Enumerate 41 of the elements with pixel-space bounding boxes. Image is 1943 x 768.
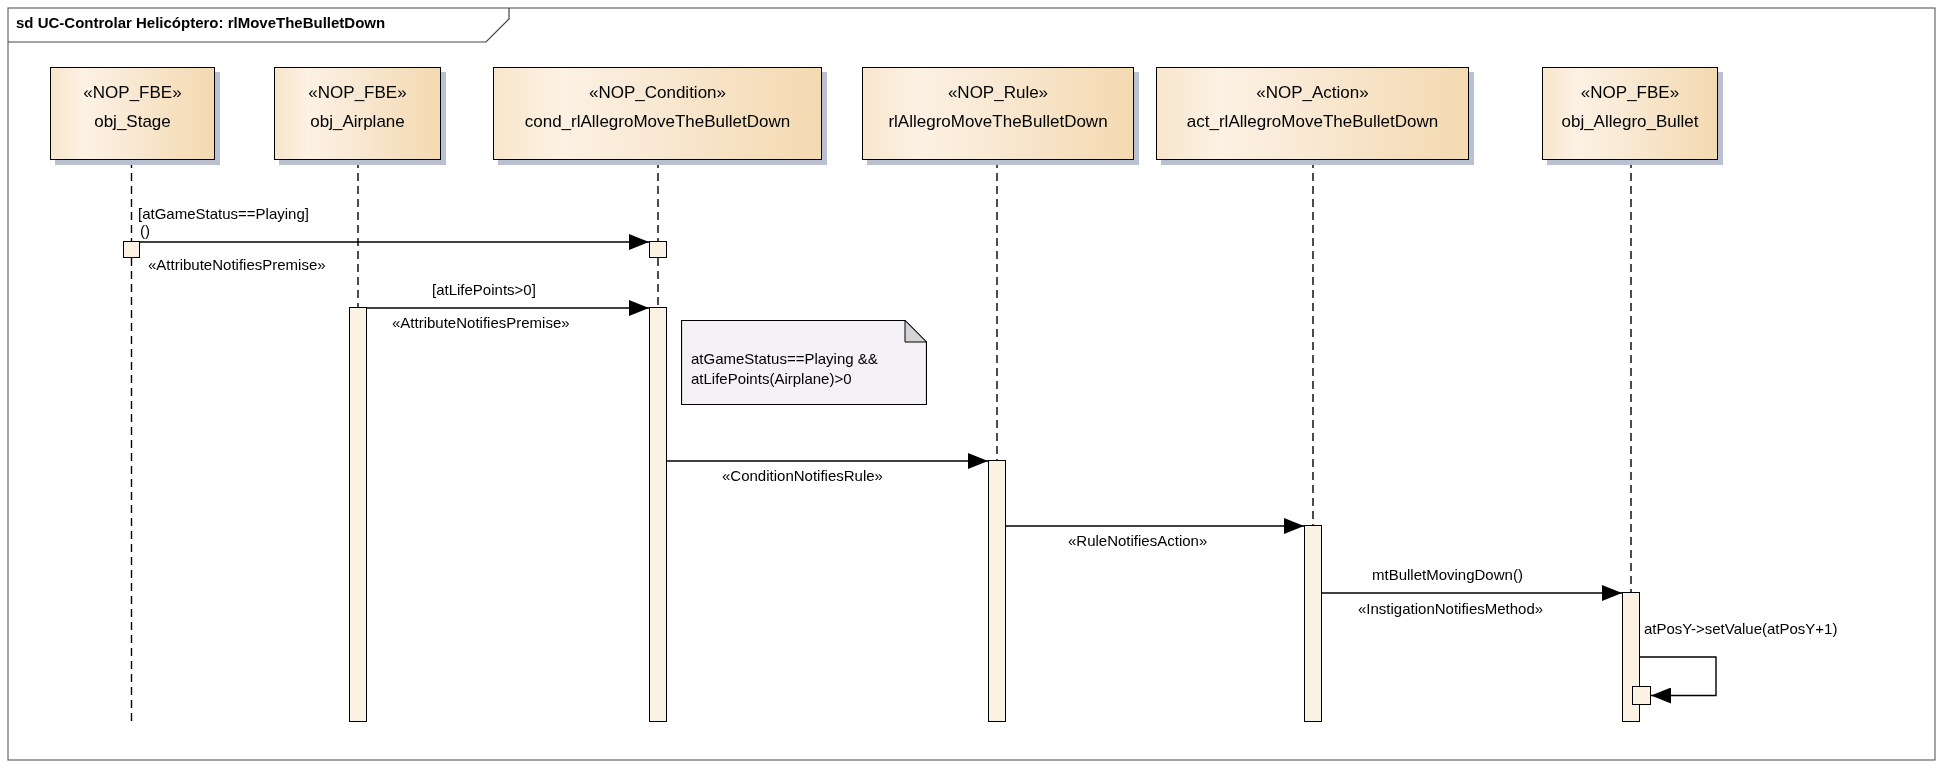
message-arrow — [1321, 585, 1623, 601]
activation-bar — [1632, 686, 1651, 705]
message-label: mtBulletMovingDown() — [1372, 566, 1523, 584]
stereotype-label: «NOP_FBE» — [307, 82, 408, 104]
activation-bar — [649, 241, 667, 258]
object-name: obj_Allegro_Bullet — [1560, 111, 1700, 133]
stereotype-label: «NOP_Condition» — [588, 82, 727, 104]
message-label: () — [140, 222, 150, 240]
message-arrow — [1639, 656, 1717, 704]
object-name: obj_Airplane — [309, 111, 406, 133]
activation-bar — [123, 241, 140, 258]
frame-title: sd UC-Controlar Helicóptero: rlMoveTheBulletDown — [16, 14, 386, 31]
message-arrow — [139, 234, 650, 250]
object-name: cond_rlAllegroMoveTheBulletDown — [523, 111, 792, 133]
stereotype-label: «InstigationNotifiesMethod» — [1358, 600, 1544, 618]
message-label: «RuleNotifiesAction» — [1068, 532, 1208, 550]
activation-bar — [349, 307, 367, 722]
guard-condition: [atLifePoints>0] — [432, 281, 536, 299]
object-name: act_rlAllegroMoveTheBulletDown — [1185, 111, 1440, 133]
guard-condition: [atGameStatus==Playing] — [138, 205, 309, 223]
message-arrow — [666, 453, 989, 469]
message-label: «AttributeNotifiesPremise» — [392, 314, 570, 332]
activation-bar — [1622, 592, 1640, 722]
object-name: rlAllegroMoveTheBulletDown — [887, 111, 1109, 133]
message-label: atPosY->setValue(atPosY+1) — [1644, 620, 1838, 638]
activation-bar — [988, 460, 1006, 722]
stereotype-label: «AttributeNotifiesPremise» — [148, 256, 326, 274]
stereotype-label: «NOP_FBE» — [82, 82, 183, 104]
note-box — [681, 320, 927, 405]
stereotype-label: «NOP_FBE» — [1579, 82, 1681, 104]
stereotype-label: «NOP_Action» — [1255, 82, 1370, 104]
message-arrow — [366, 300, 650, 316]
message-arrow — [1005, 518, 1305, 534]
message-label: «ConditionNotifiesRule» — [722, 467, 883, 485]
note-text: atGameStatus==Playing && atLifePoints(Airplane)>0 — [691, 349, 879, 389]
activation-bar — [1304, 525, 1322, 722]
lifeline — [657, 257, 659, 308]
object-name: obj_Stage — [93, 111, 172, 133]
lifeline — [130, 257, 133, 723]
activation-bar — [649, 307, 667, 722]
stereotype-label: «NOP_Rule» — [946, 82, 1050, 104]
